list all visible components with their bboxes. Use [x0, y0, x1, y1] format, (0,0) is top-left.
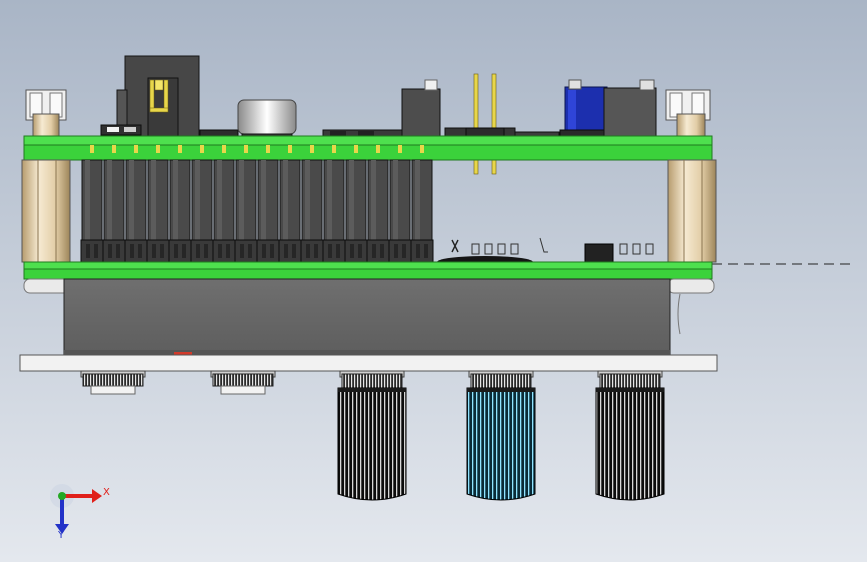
left-top-standoff-nut	[25, 89, 67, 137]
axis-y-arrow-icon	[60, 498, 64, 524]
axis-triad	[50, 484, 102, 534]
right-hex-standoff	[667, 159, 717, 263]
knob-4[interactable]	[466, 370, 536, 501]
left-hex-standoff	[21, 159, 71, 263]
knob-1[interactable]	[80, 370, 146, 395]
knob-row[interactable]	[80, 370, 665, 501]
upper-pcb[interactable]	[23, 135, 713, 161]
dc-jack[interactable]	[603, 87, 657, 143]
knob-2[interactable]	[210, 370, 276, 395]
trimmer-potentiometer[interactable]	[559, 79, 611, 143]
front-panel[interactable]	[19, 354, 718, 372]
knob-3[interactable]	[337, 370, 407, 501]
right-top-standoff-nut	[665, 89, 711, 137]
relay-component[interactable]	[401, 88, 441, 140]
chassis-body[interactable]	[63, 278, 671, 356]
axis-x-label: X	[103, 487, 110, 498]
axis-x-arrow-icon	[62, 494, 92, 498]
lower-pcb[interactable]	[23, 261, 713, 280]
upper-board-components[interactable]	[100, 55, 657, 175]
axis-y-label: Y	[58, 530, 65, 541]
knob-5[interactable]	[595, 370, 665, 501]
